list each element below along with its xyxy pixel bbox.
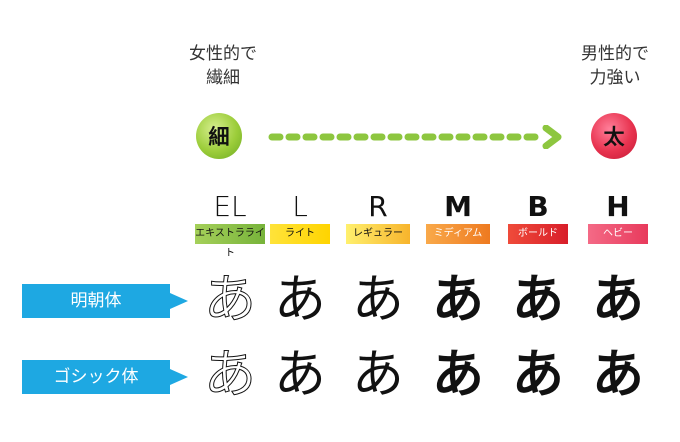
- glyph-gothic-el: あ: [203, 345, 256, 406]
- glyph-gothic-b: あ: [511, 345, 564, 405]
- glyph-gothic-h: あ: [591, 345, 644, 405]
- row-label-mincho-shape: [22, 284, 188, 318]
- row-label-gothic-shape: [22, 360, 188, 394]
- weight-badge-h: ヘビー: [588, 224, 648, 244]
- weight-direction-arrow: [268, 125, 562, 149]
- weight-abbr-r: R: [368, 190, 388, 223]
- glyph-mincho-h: あ: [591, 269, 644, 330]
- row-label-mincho-text: 明朝体: [70, 291, 122, 311]
- weight-badge-l: ライト: [270, 224, 330, 244]
- glyph-mincho-el: あ: [203, 270, 256, 331]
- weight-abbr-b: B: [527, 190, 549, 223]
- weight-badge-b: ボールド: [508, 224, 568, 244]
- thick-caption: 男性的で 力強い: [560, 42, 670, 90]
- thin-caption-line2: 繊細: [206, 68, 240, 88]
- thin-caption: 女性的で 繊細: [168, 42, 278, 90]
- thin-circle: 細: [196, 113, 242, 159]
- row-label-gothic: ゴシック体: [22, 360, 188, 394]
- weight-badge-m: ミディアム: [426, 224, 490, 244]
- glyph-gothic-r: あ: [351, 345, 404, 405]
- weight-abbr-m: M: [444, 190, 472, 223]
- thick-circle-label: 太: [603, 125, 625, 149]
- glyph-mincho-l: あ: [273, 270, 326, 330]
- weight-badge-r: レギュラー: [346, 224, 410, 244]
- row-label-mincho: 明朝体: [22, 284, 188, 318]
- glyph-gothic-l: あ: [273, 345, 326, 405]
- thick-caption-line2: 力強い: [589, 68, 641, 88]
- weight-abbr-h: H: [606, 190, 630, 223]
- glyph-mincho-r: あ: [351, 270, 404, 330]
- weight-badge-el: エキストラライト: [195, 224, 265, 259]
- thick-caption-line1: 男性的で: [581, 44, 649, 64]
- glyph-gothic-m: あ: [431, 345, 484, 405]
- weight-abbr-l: L: [292, 190, 308, 223]
- glyph-mincho-b: あ: [511, 269, 564, 330]
- row-label-gothic-text: ゴシック体: [53, 367, 139, 387]
- weight-abbr-el: EL: [213, 190, 247, 223]
- glyph-mincho-m: あ: [431, 269, 484, 330]
- thin-caption-line1: 女性的で: [189, 44, 257, 64]
- thin-circle-label: 細: [208, 125, 230, 149]
- thick-circle: 太: [591, 113, 637, 159]
